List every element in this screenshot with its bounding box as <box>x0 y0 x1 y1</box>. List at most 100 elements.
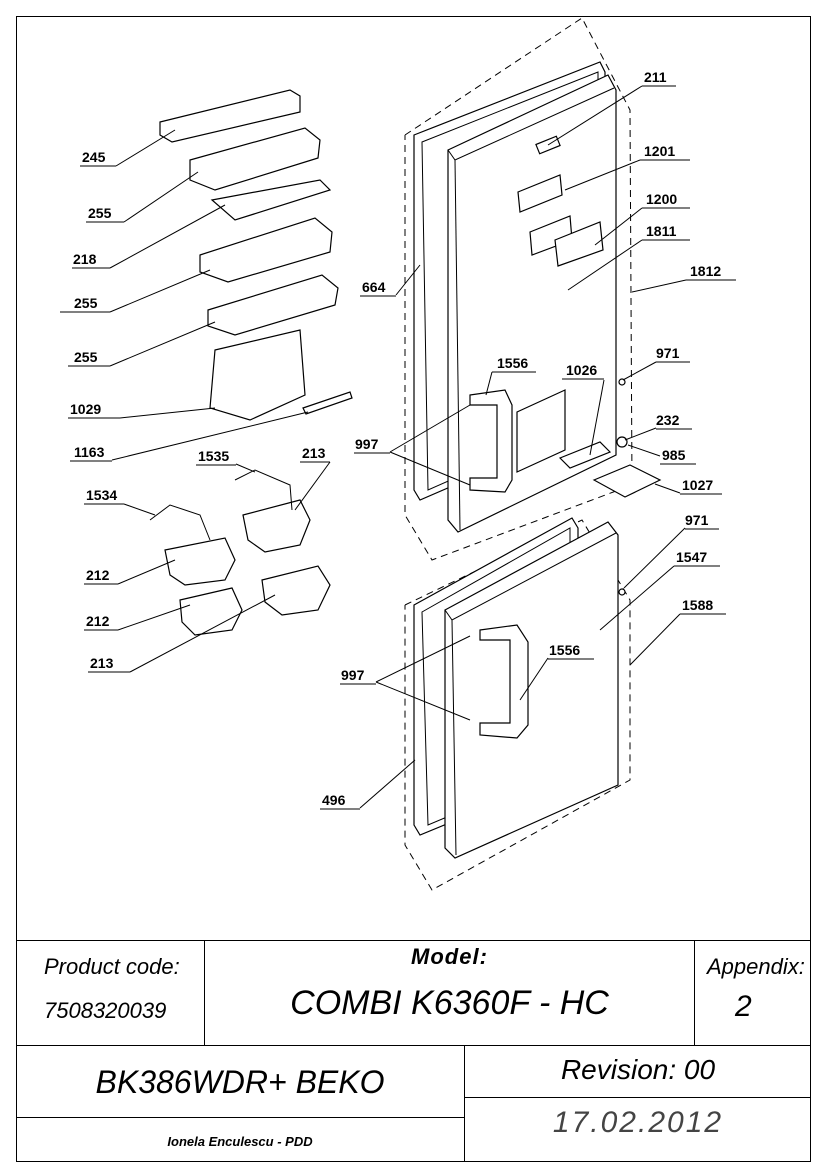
revision-value: Revision: 00 <box>560 1054 716 1085</box>
callout-label-232: 232 <box>656 412 680 428</box>
leader-line-1535 <box>235 463 256 473</box>
leader-line-213 <box>129 594 276 673</box>
date-cell: 17.02.2012 <box>465 1098 811 1162</box>
callout-label-1027: 1027 <box>682 477 713 493</box>
hinge-bushing <box>616 436 628 448</box>
model-value: COMBI K6360F - HC <box>290 984 609 1022</box>
hinge-pin-lower <box>618 588 626 596</box>
model-label: Model: <box>411 944 488 969</box>
product-name-cell: BK386WDR+ BEKO <box>16 1046 465 1118</box>
leader-line-1556 <box>485 371 493 396</box>
leader-line-496 <box>359 759 416 809</box>
callout-label-1535: 1535 <box>198 448 229 464</box>
callout-label-1556: 1556 <box>549 642 580 658</box>
leader-line-985 <box>627 444 661 457</box>
leader-line-1026 <box>589 379 605 456</box>
callout-label-213: 213 <box>90 655 114 671</box>
bin-213-b <box>261 565 331 616</box>
water-tank-1029 <box>209 329 306 421</box>
egg-tray-218 <box>210 179 332 221</box>
leader-line-1027 <box>654 483 681 494</box>
callout-label-997: 997 <box>341 667 365 683</box>
leader-line-1811 <box>567 239 643 291</box>
leader-line-997 <box>389 404 471 453</box>
leader-line-232 <box>624 427 657 441</box>
leader-line-1534 <box>123 503 156 516</box>
leader-line-211 <box>547 85 643 146</box>
bin-212-a <box>164 537 236 586</box>
control-panel-display <box>554 221 604 267</box>
door-shelf-255-c <box>207 274 339 336</box>
strip-1163 <box>302 391 353 415</box>
leader-line-213 <box>294 461 331 511</box>
appendix-value: 2 <box>735 990 752 1023</box>
callout-label-1200: 1200 <box>646 191 677 207</box>
door-shelf-255-a <box>189 127 321 191</box>
leader-line-1588 <box>629 613 681 666</box>
callout-label-997: 997 <box>355 436 379 452</box>
callout-label-218: 218 <box>73 251 97 267</box>
leader-line-997 <box>375 681 471 721</box>
shelf-cover-245 <box>159 89 301 143</box>
leader-line-255 <box>109 269 211 313</box>
leader-line-971 <box>623 527 686 589</box>
callout-label-1201: 1201 <box>644 143 675 159</box>
callout-label-971: 971 <box>685 512 709 528</box>
drawing-frame <box>16 16 811 1162</box>
author-name: Ionela Enculescu - PDD <box>167 1134 313 1149</box>
callout-label-664: 664 <box>362 279 386 295</box>
lower-door-handle <box>479 624 529 739</box>
callout-label-255: 255 <box>88 205 112 221</box>
callout-label-1534: 1534 <box>86 487 117 503</box>
callout-label-211: 211 <box>644 69 667 85</box>
upper-door <box>447 74 617 533</box>
callout-label-1026: 1026 <box>566 362 597 378</box>
leader-line-997 <box>389 451 471 486</box>
leader-line-255 <box>109 321 216 367</box>
product-code-label: Product code: <box>44 954 180 979</box>
leader-line-245 <box>115 129 176 167</box>
callout-label-1029: 1029 <box>70 401 101 417</box>
leader-line-997 <box>375 635 471 683</box>
callout-label-985: 985 <box>662 447 686 463</box>
hinge-pin-upper <box>618 378 626 386</box>
leader-line-1812 <box>631 279 687 293</box>
appendix-label: Appendix: <box>707 954 805 979</box>
product-name: BK386WDR+ BEKO <box>95 1064 385 1100</box>
leader-line-212 <box>117 559 176 585</box>
bin-213-a <box>242 499 311 553</box>
callout-label-1556: 1556 <box>497 355 528 371</box>
callout-label-496: 496 <box>322 792 346 808</box>
dispenser-drip-tray <box>592 464 662 498</box>
control-panel-frame <box>517 174 563 213</box>
callout-label-1811: 1811 <box>646 223 677 239</box>
author-cell: Ionela Enculescu - PDD <box>16 1118 465 1162</box>
lower-door <box>444 521 619 859</box>
leader-line-212 <box>117 604 191 631</box>
title-block <box>16 940 811 1162</box>
callout-label-255: 255 <box>74 295 98 311</box>
leader-line-1200 <box>594 207 643 246</box>
revision-date: 17.02.2012 <box>552 1106 724 1139</box>
callout-label-1163: 1163 <box>74 444 105 460</box>
leader-line-971 <box>622 361 657 381</box>
leader-line-1029 <box>119 407 216 419</box>
lower-door-dashed-envelope <box>404 519 631 891</box>
callout-label-212: 212 <box>86 567 110 583</box>
model-cell: Model: COMBI K6360F - HC <box>205 940 695 1046</box>
callout-label-245: 245 <box>82 149 106 165</box>
callout-label-255: 255 <box>74 349 98 365</box>
bin-wire-1534 <box>149 504 211 541</box>
leader-line-1547 <box>599 565 675 631</box>
door-shelf-255-b <box>199 217 333 283</box>
dispenser-recess <box>516 389 566 473</box>
leader-line-1556 <box>519 657 549 701</box>
product-code-cell: Product code: 7508320039 <box>16 940 205 1046</box>
bin-wire-1535 <box>234 469 293 511</box>
bin-212-b <box>179 587 243 636</box>
leader-line-1163 <box>111 411 309 461</box>
callout-label-971: 971 <box>656 345 680 361</box>
revision-cell: Revision: 00 <box>465 1046 811 1098</box>
callout-label-1812: 1812 <box>690 263 721 279</box>
